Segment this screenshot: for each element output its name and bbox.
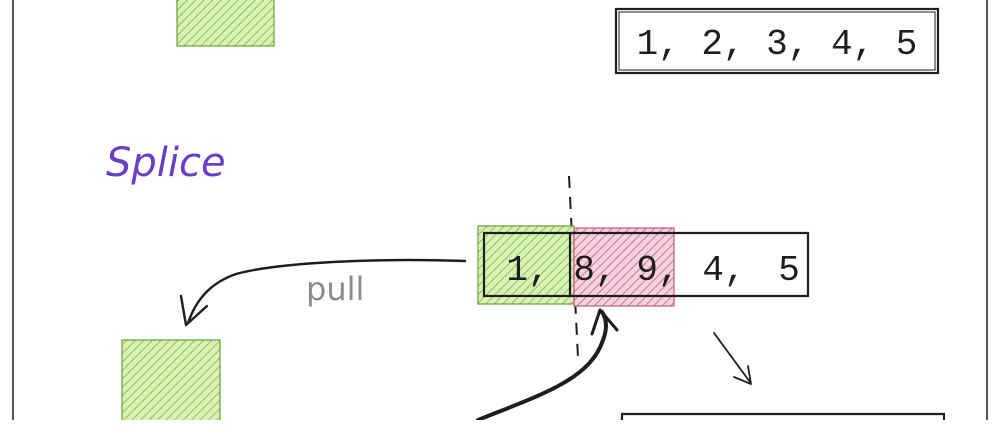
cell-4-text: 4, [702,250,745,291]
cell-1-text: 1, [506,250,549,291]
arrow-down-right-icon [713,332,752,385]
cell-3-text: 9, [636,250,679,291]
green-block-bottom [121,339,221,425]
curved-arrow-left-down-icon [179,258,467,327]
array-top-box: 1, 2, 3, 4, 5 [614,7,940,75]
array-bottom-box-edge [620,412,946,420]
cell-2-text: 8, [573,250,616,291]
removed-cell [477,225,575,305]
inserted-cells [573,227,675,307]
pull-label: pull [306,270,364,308]
cell-5-text: 5 [778,250,800,291]
green-block-top [176,0,275,47]
array-middle-outline [570,231,810,298]
array-top-text: 1, 2, 3, 4, 5 [637,24,918,65]
section-title: Splice [106,140,226,186]
curved-arrow-up-icon [476,308,619,422]
